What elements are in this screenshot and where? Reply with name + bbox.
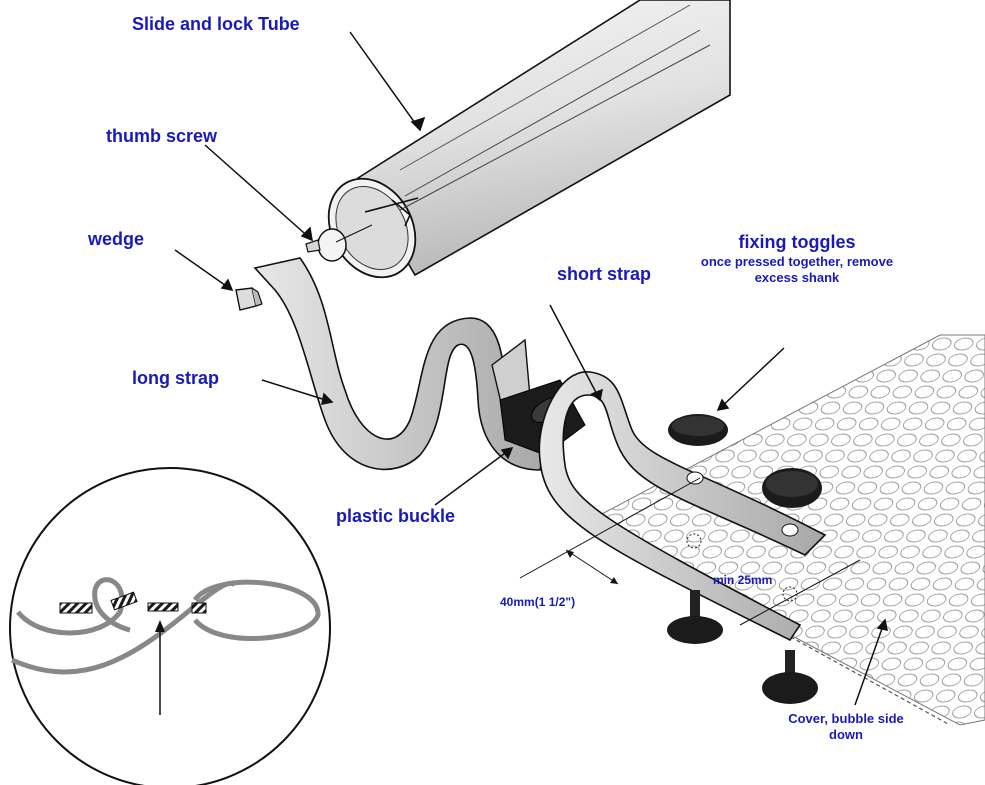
slide-lock-tube — [327, 0, 731, 279]
label-tube: Slide and lock Tube — [132, 14, 300, 34]
label-fixing-toggles-note: once pressed together, remove — [701, 254, 893, 269]
leader-arrows — [174, 31, 888, 706]
label-plastic-buckle: plastic buckle — [336, 506, 455, 526]
dimension-40mm — [519, 477, 701, 585]
short-strap — [538, 371, 827, 642]
label-short-strap: short strap — [557, 264, 651, 284]
fixing-toggles — [667, 414, 822, 704]
label-dim-25: min 25mm — [713, 573, 772, 587]
long-strap — [253, 257, 547, 471]
label-thumb-screw: thumb screw — [106, 126, 218, 146]
thumb-screw — [305, 224, 373, 262]
label-cover2: down — [829, 727, 863, 742]
label-fixing-toggles: fixing toggles — [739, 232, 856, 252]
label-cover: Cover, bubble side — [788, 711, 904, 726]
label-long-strap: long strap — [132, 368, 219, 388]
label-fixing-toggles-note2: excess shank — [755, 270, 840, 285]
wedge — [235, 287, 263, 311]
buckle-detail-inset — [9, 467, 331, 785]
dimension-25mm — [739, 559, 861, 626]
label-dim-40: 40mm(1 1/2") — [500, 595, 575, 609]
label-wedge: wedge — [87, 229, 144, 249]
